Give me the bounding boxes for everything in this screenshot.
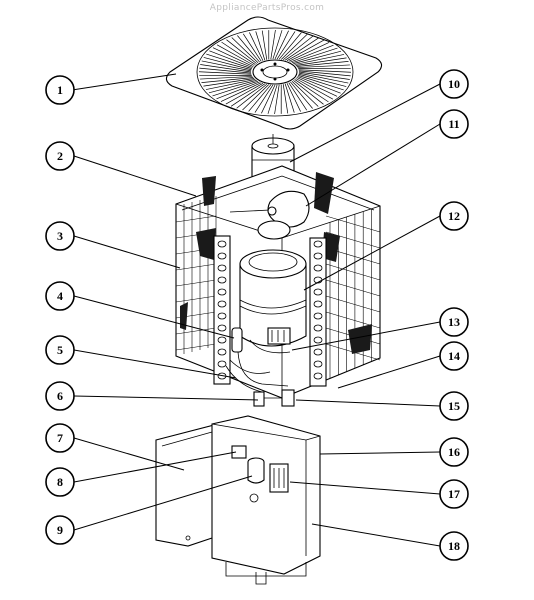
callout-15-circle bbox=[439, 391, 469, 421]
callout-11-label: 11 bbox=[448, 117, 459, 131]
callout-6-label: 6 bbox=[57, 389, 63, 403]
callout-14: 14 bbox=[439, 341, 469, 371]
callout-2-label: 2 bbox=[57, 149, 63, 163]
callout-3-circle bbox=[45, 221, 75, 251]
callout-1-circle bbox=[45, 75, 75, 105]
contactor[interactable] bbox=[269, 463, 289, 493]
service-valves[interactable] bbox=[253, 389, 295, 407]
callout-12: 12 bbox=[439, 201, 469, 231]
callout-10: 10 bbox=[439, 69, 469, 99]
callout-9-circle bbox=[45, 515, 75, 545]
callout-7-label: 7 bbox=[57, 431, 63, 445]
callout-16-label: 16 bbox=[448, 445, 460, 459]
condenser-coil-left bbox=[213, 235, 231, 385]
callout-6: 6 bbox=[45, 381, 75, 411]
callout-1: 1 bbox=[45, 75, 75, 105]
cabinet-shading bbox=[180, 172, 372, 354]
callout-14-circle bbox=[439, 341, 469, 371]
callout-13-label: 13 bbox=[448, 315, 460, 329]
callout-14-label: 14 bbox=[448, 349, 460, 363]
callout-6-circle bbox=[45, 381, 75, 411]
callout-13: 13 bbox=[439, 307, 469, 337]
callout-10-label: 10 bbox=[448, 77, 460, 91]
callout-5: 5 bbox=[45, 335, 75, 365]
capacitor[interactable] bbox=[247, 457, 265, 503]
compressor[interactable] bbox=[239, 249, 307, 354]
tubing-and-accumulator[interactable] bbox=[225, 327, 289, 393]
callout-3: 3 bbox=[45, 221, 75, 251]
watermark: AppliancePartsPros.com bbox=[209, 3, 325, 13]
callout-15: 15 bbox=[439, 391, 469, 421]
callout-9: 9 bbox=[45, 515, 75, 545]
callout-5-label: 5 bbox=[57, 343, 63, 357]
condenser-coil-right bbox=[309, 237, 327, 387]
callout-17-label: 17 bbox=[448, 487, 460, 501]
callout-1-label: 1 bbox=[57, 83, 63, 97]
control-box-cover[interactable] bbox=[211, 415, 321, 585]
callout-12-label: 12 bbox=[448, 209, 460, 223]
callout-4-label: 4 bbox=[57, 289, 63, 303]
callout-17: 17 bbox=[439, 479, 469, 509]
control-bracket[interactable] bbox=[231, 445, 247, 459]
callout-2-circle bbox=[45, 141, 75, 171]
callout-7: 7 bbox=[45, 423, 75, 453]
callout-15-label: 15 bbox=[448, 399, 460, 413]
fan-grille[interactable] bbox=[165, 16, 383, 130]
fan-blade[interactable] bbox=[229, 190, 310, 240]
callout-17-circle bbox=[439, 479, 469, 509]
callout-7-circle bbox=[45, 423, 75, 453]
callout-4: 4 bbox=[45, 281, 75, 311]
callout-18-circle bbox=[439, 531, 469, 561]
callout-16: 16 bbox=[439, 437, 469, 467]
callout-8-circle bbox=[45, 467, 75, 497]
callout-11: 11 bbox=[439, 109, 469, 139]
callout-8: 8 bbox=[45, 467, 75, 497]
leader-lines bbox=[71, 73, 441, 547]
callout-2: 2 bbox=[45, 141, 75, 171]
callout-13-circle bbox=[439, 307, 469, 337]
callout-9-label: 9 bbox=[57, 523, 63, 537]
access-panel[interactable] bbox=[155, 423, 219, 547]
callout-10-circle bbox=[439, 69, 469, 99]
callout-5-circle bbox=[45, 335, 75, 365]
callout-8-label: 8 bbox=[57, 475, 63, 489]
callout-18: 18 bbox=[439, 531, 469, 561]
grille-spokes bbox=[198, 29, 352, 115]
callout-16-circle bbox=[439, 437, 469, 467]
callout-3-label: 3 bbox=[57, 229, 63, 243]
callout-4-circle bbox=[45, 281, 75, 311]
callout-12-circle bbox=[439, 201, 469, 231]
callout-11-circle bbox=[439, 109, 469, 139]
callout-18-label: 18 bbox=[448, 539, 460, 553]
